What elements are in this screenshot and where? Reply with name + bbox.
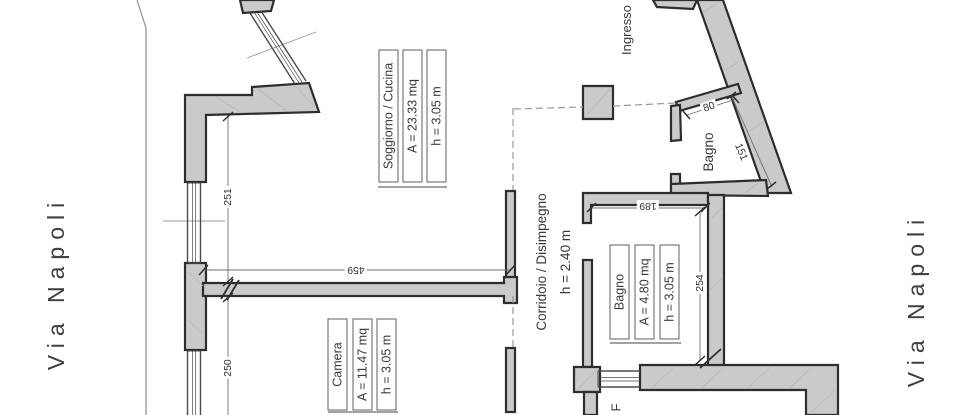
hatch-line [257,88,288,112]
window-bottom-center [597,370,640,388]
dim-189: 189 [637,200,659,212]
windows [186,10,640,415]
hatch-line [701,366,725,389]
wall-right-vertical [706,193,726,368]
dashed-ingresso-left [513,106,584,110]
wall-bagno-top [581,191,710,225]
hatch-line [585,88,611,117]
wall-hatching [187,3,835,413]
boundary-line-left [136,0,147,415]
street-label-left: Via Napoli [43,195,69,371]
wall-top-stub [238,0,276,15]
room-label-ingresso: Ingresso [619,5,634,55]
hatch-line [789,366,813,389]
break-bottom-wall [699,348,722,369]
window-line [249,12,296,85]
hatch-line [187,271,204,287]
wall-main-horizontal [201,275,519,305]
wall-left-middle [183,261,208,352]
room-name: Corridoio / Disimpegno [534,193,549,331]
hatch-line [747,121,764,133]
window-line [256,11,303,83]
break-main-wall [220,278,240,301]
hatch-line [709,277,723,291]
ticks-251 [222,111,234,287]
room-height: h = 3.05 m [376,318,397,411]
window-line [598,377,640,382]
wall-bottom-thick [638,363,840,415]
break-marks [220,278,722,369]
room-label-bagno: Bagno A = 4.80 mq h = 3.05 m [609,244,680,340]
dim-459: 459 [345,264,367,276]
room-height: h = 3.05 m [426,49,447,183]
wall-bagno-left [581,258,594,369]
room-area: A = 23.33 mq [402,49,423,183]
window-axis-tick-top [246,31,317,59]
room-label-cut: F [608,403,624,412]
walls [183,0,840,415]
hatch-line [187,319,204,335]
ticks-151 [726,91,777,190]
hatch-line [811,390,835,413]
wall-corridor-lower [504,346,517,414]
window-line [260,10,307,82]
dim-254: 254 [694,272,706,294]
room-name: Camera [327,318,348,411]
wall-below-pillar [582,390,599,415]
wall-diagonal-exterior [695,0,793,195]
window-cap [187,182,201,264]
room-area: A = 11.47 mq [352,318,372,411]
room-height: h = 2.40 m [558,229,573,295]
dim-250: 250 [222,357,234,379]
hatch-line [293,84,316,108]
room-label-soggiorno-cucina: Soggiorno / Cucina A = 23.33 mq h = 3.05… [378,49,447,183]
hatch-line [702,3,718,13]
hatch-line [725,59,742,71]
ticks-459 [198,264,516,276]
dashed-boundaries [512,102,677,347]
label-underlines [328,186,681,413]
room-label-bagno-ingresso: Bagno [701,132,716,172]
hatch-line [576,368,599,391]
room-label-corridoio: Corridoio / Disimpegno h = 2.40 m [530,187,578,337]
room-label-camera: Camera A = 11.47 mq h = 3.05 m [327,318,397,411]
window-left-upper [186,182,202,264]
window-line [598,370,640,388]
room-height: h = 3.05 m [659,244,680,340]
window-line [186,183,202,263]
wall-top-left [183,81,321,184]
wall-bagno-ingresso-left [669,103,683,143]
ticks-254 [694,206,706,366]
hatch-line [747,366,771,389]
window-line [192,183,196,263]
hatch-line [709,207,723,221]
dimline-151 [731,96,773,188]
dimension-ticks [198,91,777,366]
ticks-189 [586,202,711,213]
street-label-right: Via Napoli [903,212,929,388]
dashed-ingresso-right [612,102,677,107]
hatch-line [651,366,675,389]
window-line [192,351,196,415]
wall-top-edge-stub [651,0,699,11]
window-line [253,11,300,84]
ticks-80 [682,94,740,120]
window-top-diagonal [249,10,307,85]
hatch-line [744,182,759,194]
dim-251: 251 [222,186,234,208]
hatch-line [215,96,243,114]
window-left-lower [186,350,202,415]
room-name: Bagno [609,244,630,340]
window-line [186,351,202,415]
room-area: A = 4.80 mq [634,244,655,340]
room-name: Soggiorno / Cucina [378,49,399,183]
